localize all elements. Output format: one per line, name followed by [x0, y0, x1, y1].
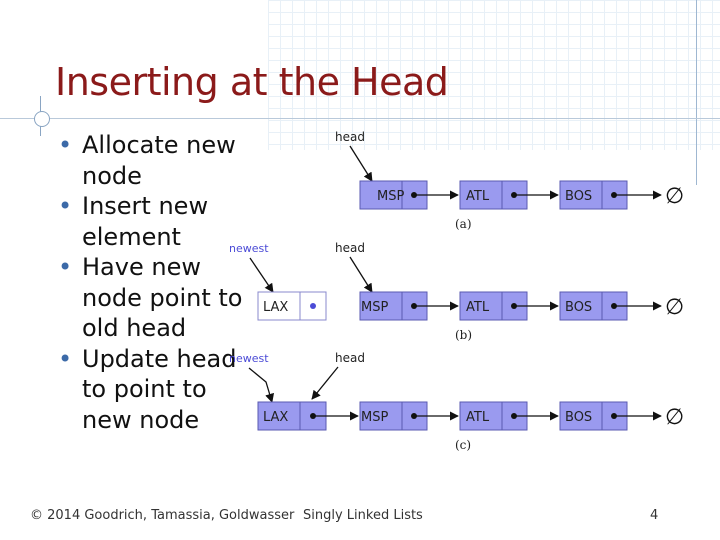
- node-label: ATL: [466, 300, 490, 315]
- panel-caption: (b): [455, 328, 472, 342]
- bullet-dot-icon: •: [58, 192, 73, 220]
- newest-pointer-arrow: [248, 367, 275, 403]
- bullet-dot-icon: •: [58, 344, 73, 373]
- bullet-dot-icon: •: [58, 131, 73, 159]
- node-label: MSP: [377, 189, 404, 204]
- panel-caption: (c): [455, 438, 471, 452]
- footer-section-title: Singly Linked Lists: [303, 508, 423, 523]
- null-symbol-icon: ∅: [665, 405, 684, 430]
- decorative-grid: [268, 0, 720, 150]
- bullet-item: • Allocate new node: [58, 130, 258, 191]
- head-pointer-arrow: [349, 256, 373, 293]
- node-label: BOS: [565, 410, 592, 425]
- page-number: 4: [650, 508, 659, 523]
- node-label: BOS: [565, 300, 592, 315]
- node-label: MSP: [361, 410, 388, 425]
- footer-copyright: © 2014 Goodrich, Tamassia, Goldwasser: [30, 508, 295, 523]
- bullet-item: • Update head to point to new node: [58, 344, 258, 436]
- slide-title: Inserting at the Head: [55, 60, 449, 104]
- decorative-circle: [34, 111, 50, 127]
- bullet-text: Insert new element: [82, 192, 209, 251]
- decorative-vertical-line: [696, 0, 697, 185]
- node-label: LAX: [263, 300, 288, 315]
- bullet-dot-icon: •: [58, 253, 73, 281]
- title-underline: [0, 118, 720, 119]
- next-pointer-dot: [310, 303, 316, 309]
- node-label: MSP: [361, 300, 388, 315]
- node-label: ATL: [466, 410, 490, 425]
- panel-c: newest head LAX MSP ATL BOS ∅: [229, 351, 684, 452]
- bullet-item: • Have new node point to old head: [58, 252, 258, 344]
- newest-pointer-arrow: [249, 257, 274, 293]
- head-pointer-arrow: [349, 145, 373, 182]
- panel-b: newest head LAX MSP ATL BOS ∅ (b): [229, 241, 684, 342]
- bullet-list: • Allocate new node • Insert new element •…: [58, 130, 258, 435]
- bullet-item: • Insert new element: [58, 191, 258, 252]
- null-symbol-icon: ∅: [665, 184, 684, 209]
- panel-a: head MSP ATL BOS ∅ (a): [335, 130, 684, 231]
- bullet-text: Have new node point to old head: [82, 253, 243, 342]
- newest-label: newest: [229, 242, 269, 255]
- newest-label: newest: [229, 352, 269, 365]
- node-label: BOS: [565, 189, 592, 204]
- head-label: head: [335, 130, 365, 144]
- node-label: LAX: [263, 410, 288, 425]
- bullet-text: Update head to point to new node: [82, 344, 237, 434]
- head-pointer-arrow: [311, 366, 339, 400]
- node-label: ATL: [466, 189, 490, 204]
- null-symbol-icon: ∅: [665, 295, 684, 320]
- head-label: head: [335, 351, 365, 365]
- head-label: head: [335, 241, 365, 255]
- bullet-text: Allocate new node: [82, 131, 236, 190]
- panel-caption: (a): [455, 217, 472, 231]
